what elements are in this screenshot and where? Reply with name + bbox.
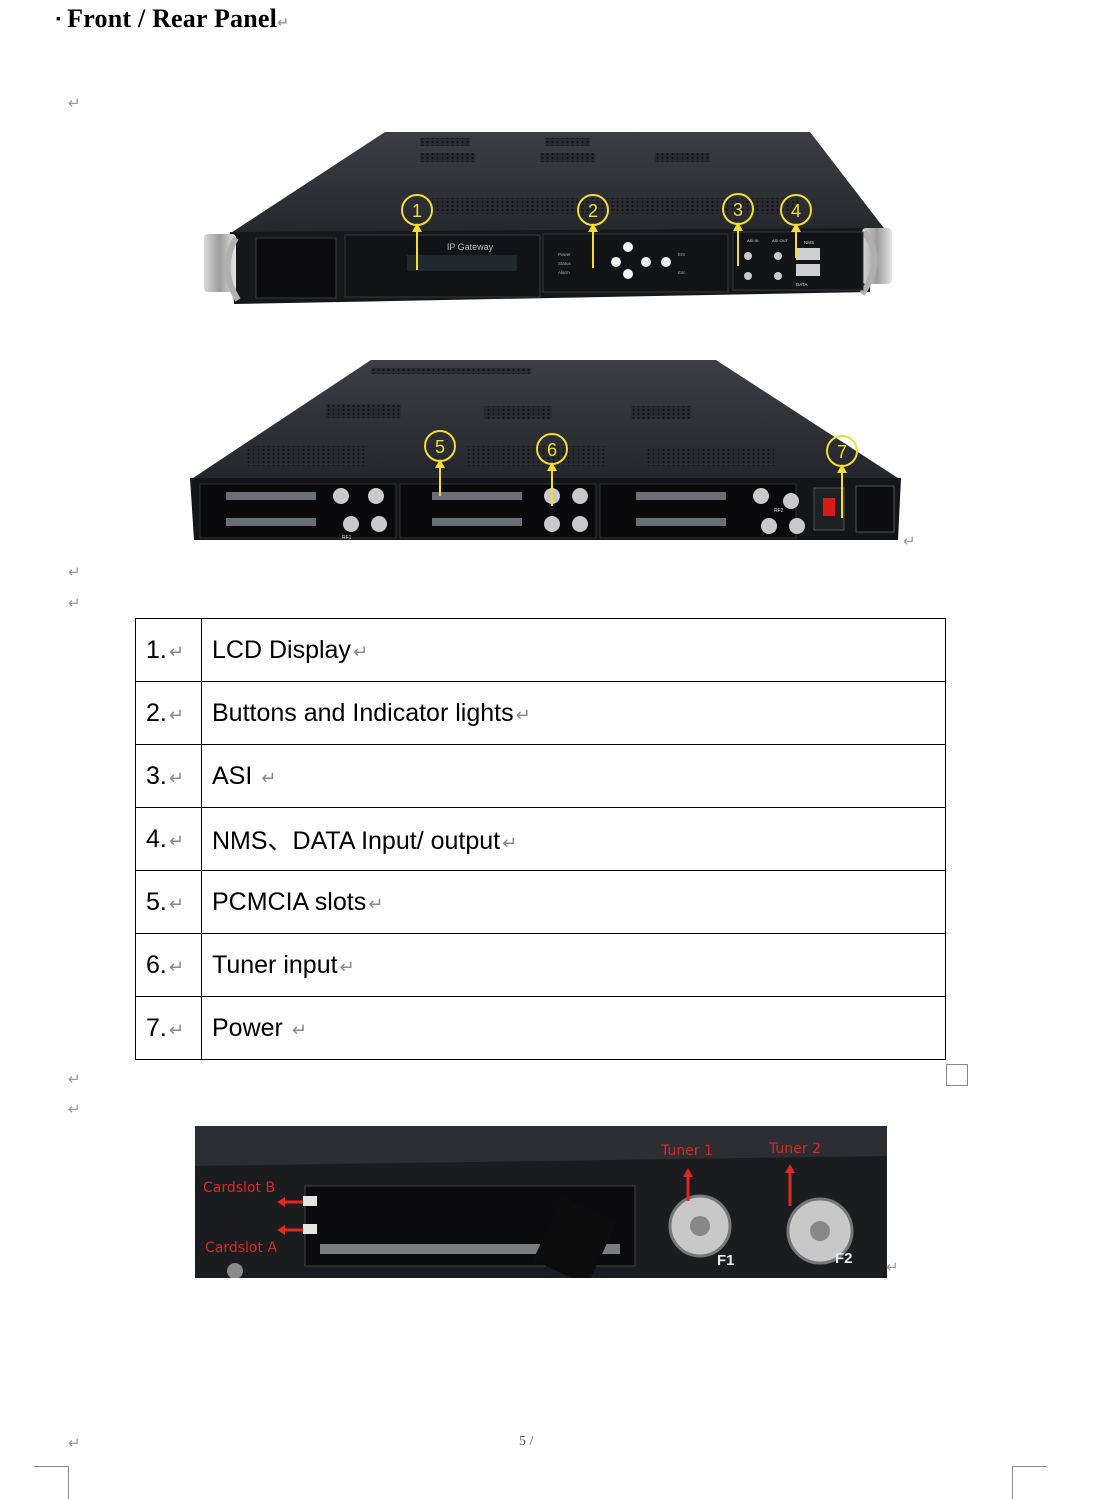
paragraph-mark: ↵ [291, 1019, 307, 1041]
crop-mark [1012, 1466, 1047, 1499]
paragraph-mark: ↵ [502, 833, 518, 854]
port-label-asi-out: ASI OUT [772, 238, 789, 243]
row-number: 2. [146, 698, 167, 727]
row-number: 4. [146, 824, 167, 853]
label-cardslot-a: Cardslot A [205, 1240, 277, 1256]
table-cell-num: 1.↵ [135, 618, 202, 682]
paragraph-mark: ↵ [168, 767, 184, 789]
table-row: 4.↵ NMS、DATA Input/ output↵ [135, 807, 946, 871]
component-table: 1.↵ LCD Display↵ 2.↵ Buttons and Indicat… [135, 618, 946, 1060]
paragraph-mark: ↵ [261, 767, 277, 789]
paragraph-mark: ↵ [515, 704, 531, 726]
callout-6: 6 [547, 440, 557, 460]
table-cell-desc: Power ↵ [201, 996, 946, 1060]
paragraph-mark: ↵ [68, 563, 81, 581]
table-cell-desc: Buttons and Indicator lights↵ [201, 681, 946, 745]
table-cell-desc: PCMCIA slots↵ [201, 870, 946, 934]
table-cell-desc: Tuner input↵ [201, 933, 946, 997]
callout-7: 7 [837, 442, 847, 462]
crop-mark [34, 1466, 69, 1499]
paragraph-mark: ↵ [903, 532, 916, 550]
table-row: 6.↵ Tuner input↵ [135, 933, 946, 997]
label-cardslot-b: Cardslot B [203, 1180, 275, 1196]
button-label-esc: Esc [678, 270, 686, 275]
table-row: 5.↵ PCMCIA slots↵ [135, 870, 946, 934]
led-label-power: Power [558, 252, 571, 257]
paragraph-mark: ↵ [68, 1100, 81, 1118]
heading-bullet: ▪ [56, 12, 62, 27]
row-number: 3. [146, 761, 167, 790]
table-row: 7.↵ Power ↵ [135, 996, 946, 1060]
paragraph-mark: ↵ [68, 1070, 81, 1088]
table-row: 3.↵ ASI ↵ [135, 744, 946, 808]
paragraph-mark: ↵ [168, 893, 184, 915]
callout-2: 2 [588, 201, 598, 221]
row-description: NMS、DATA Input/ output [212, 827, 501, 855]
led-label-status: Status [558, 261, 572, 266]
paragraph-mark: ↵ [68, 1434, 81, 1452]
paragraph-mark: ↵ [168, 641, 184, 663]
row-description: Buttons and Indicator lights [212, 698, 514, 727]
table-cell-num: 7.↵ [135, 996, 202, 1060]
device-label: IP Gateway [447, 242, 494, 252]
row-description: Tuner input [212, 950, 338, 979]
paragraph-mark: ↵ [168, 704, 184, 726]
paragraph-mark: ↵ [68, 94, 81, 112]
table-cell-desc: ASI ↵ [201, 744, 946, 808]
button-label-ent: Ent [678, 252, 686, 257]
rear-panel-image: 5 6 7 RF1 RF2 [186, 356, 906, 551]
paragraph-mark: ↵ [886, 1258, 899, 1276]
port-label-asi-in: ASI IN [747, 238, 759, 243]
paragraph-mark: ↵ [352, 641, 369, 663]
callout-3: 3 [733, 200, 743, 220]
paragraph-mark: ↵ [168, 956, 184, 978]
row-description: ASI [212, 761, 260, 790]
closeup-image: Cardslot B Cardslot A Tuner 1 Tuner 2 F1… [195, 1126, 887, 1278]
paragraph-mark: ↵ [68, 594, 81, 612]
section-heading: ▪ Front / Rear Panel↵ [56, 4, 289, 34]
page-number: 5 / [519, 1434, 534, 1449]
row-number: 7. [146, 1013, 167, 1042]
table-cell-desc: LCD Display↵ [201, 618, 946, 682]
row-number: 6. [146, 950, 167, 979]
port-label-nms: NMS [804, 240, 814, 245]
label-tuner-1: Tuner 1 [660, 1143, 713, 1159]
table-cell-num: 2.↵ [135, 681, 202, 745]
paragraph-mark: ↵ [277, 15, 289, 31]
table-row: 2.↵ Buttons and Indicator lights↵ [135, 681, 946, 745]
port-label-data: DATA [796, 282, 807, 287]
label-f1: F1 [717, 1252, 735, 1269]
paragraph-mark: ↵ [168, 830, 184, 852]
table-cell-num: 3.↵ [135, 744, 202, 808]
table-cell-num: 5.↵ [135, 870, 202, 934]
row-description: Power [212, 1013, 290, 1042]
label-tuner-2: Tuner 2 [768, 1141, 821, 1157]
callout-5: 5 [435, 437, 445, 457]
port-label-rf1: RF1 [342, 535, 352, 541]
table-cell-num: 4.↵ [135, 807, 202, 871]
port-label-rf2: RF2 [774, 508, 784, 514]
led-label-alarm: Alarm [558, 270, 570, 275]
paragraph-mark: ↵ [339, 956, 355, 978]
heading-text: Front / Rear Panel [67, 4, 278, 33]
paragraph-mark: ↵ [368, 893, 384, 915]
paragraph-mark: ↵ [168, 1019, 184, 1041]
table-cell-desc: NMS、DATA Input/ output↵ [201, 807, 946, 871]
row-description: PCMCIA slots [212, 887, 367, 916]
front-panel-image: IP Gateway Power Status Alarm Ent Esc AS… [200, 128, 900, 308]
row-description: LCD Display [212, 635, 351, 664]
label-f2: F2 [835, 1250, 853, 1267]
row-number: 5. [146, 887, 167, 916]
callout-1: 1 [412, 201, 422, 221]
table-resize-handle[interactable] [946, 1064, 968, 1086]
table-row: 1.↵ LCD Display↵ [135, 618, 946, 682]
callout-4: 4 [791, 201, 801, 221]
table-cell-num: 6.↵ [135, 933, 202, 997]
row-number: 1. [146, 635, 167, 664]
